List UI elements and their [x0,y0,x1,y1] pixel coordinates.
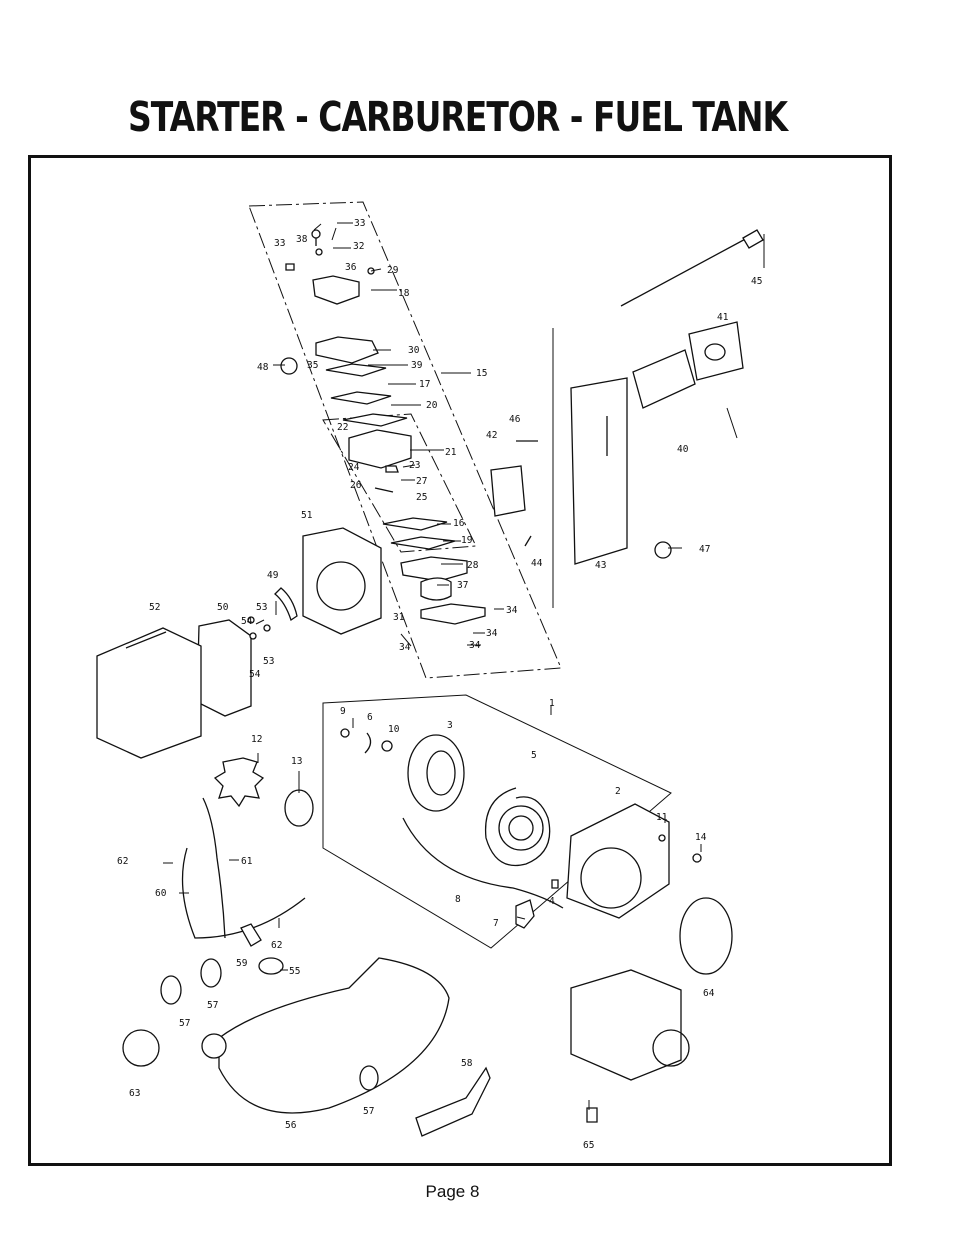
page-title: STARTER - CARBURETOR - FUEL TANK [127,92,788,141]
callout-53a: 53 [256,602,267,613]
callout-34b: 34 [486,628,498,639]
callout-40: 40 [677,444,689,455]
callout-20: 20 [426,400,438,411]
carburetor-group-outline [248,201,562,679]
air-filter-parts [96,527,382,759]
callout-26: 26 [350,480,362,491]
carburetor-parts [280,229,486,625]
callout-7: 7 [493,918,499,929]
callout-48: 48 [257,362,269,373]
fuel-system-parts [122,757,690,1137]
callout-6: 6 [367,712,373,723]
starter-parts [340,728,733,975]
callout-60: 60 [155,888,167,899]
callout-17: 17 [419,379,430,390]
callout-12: 12 [251,734,262,745]
callout-31: 31 [393,612,405,623]
callout-25: 25 [416,492,427,503]
callout-2: 2 [615,786,621,797]
callout-19: 19 [461,535,473,546]
callout-54a: 54 [241,616,253,627]
callout-13: 13 [291,756,302,767]
leader-lines [163,222,765,1110]
callout-53b: 53 [263,656,274,667]
callout-35: 35 [307,360,318,371]
callout-16: 16 [453,518,465,529]
callout-50: 50 [217,602,229,613]
page-number: Page 8 [425,1182,480,1201]
callout-57a: 57 [207,1000,218,1011]
callout-5: 5 [531,750,537,761]
callout-49: 49 [267,570,279,581]
callout-39: 39 [411,360,423,371]
callout-labels: 33 38 33 32 36 29 18 30 48 35 39 15 17 2… [117,218,762,1151]
callout-3: 3 [447,720,453,731]
callout-63: 63 [129,1088,140,1099]
callout-8: 8 [455,894,461,905]
callout-28: 28 [467,560,479,571]
callout-38: 38 [296,234,308,245]
callout-24: 24 [348,462,360,473]
callout-18: 18 [398,288,410,299]
diagram-frame: 33 38 33 32 36 29 18 30 48 35 39 15 17 2… [28,155,892,1166]
callout-56: 56 [285,1120,297,1131]
callout-32: 32 [353,241,364,252]
callout-44: 44 [531,558,543,569]
callout-47: 47 [699,544,710,555]
callout-10: 10 [388,724,400,735]
callout-1: 1 [549,698,555,709]
throttle-bracket-parts [490,229,764,565]
callout-52: 52 [149,602,160,613]
callout-41: 41 [717,312,729,323]
callout-33a: 33 [354,218,365,229]
callout-21: 21 [445,447,457,458]
callout-23: 23 [409,460,420,471]
callout-9: 9 [340,706,346,717]
callout-58: 58 [461,1058,473,1069]
callout-34c: 34 [399,642,411,653]
callout-11: 11 [656,812,668,823]
callout-34a: 34 [506,605,518,616]
callout-33b: 33 [274,238,285,249]
callout-64: 64 [703,988,715,999]
callout-29: 29 [387,265,399,276]
callout-36: 36 [345,262,357,273]
callout-43: 43 [595,560,606,571]
callout-4: 4 [549,896,555,907]
callout-51: 51 [301,510,313,521]
callout-45: 45 [751,276,762,287]
callout-46: 46 [509,414,521,425]
callout-15: 15 [476,368,487,379]
callout-65: 65 [583,1140,594,1151]
callout-55: 55 [289,966,300,977]
exploded-parts-diagram: 33 38 33 32 36 29 18 30 48 35 39 15 17 2… [96,201,765,1151]
callout-57b: 57 [179,1018,190,1029]
callout-14: 14 [695,832,707,843]
callout-59: 59 [236,958,248,969]
callout-62b: 62 [271,940,282,951]
callout-57c: 57 [363,1106,374,1117]
callout-27: 27 [416,476,427,487]
callout-42: 42 [486,430,497,441]
callout-34d: 34 [469,640,481,651]
callout-22: 22 [337,422,348,433]
callout-37: 37 [457,580,468,591]
callout-61: 61 [241,856,253,867]
callout-54b: 54 [249,669,261,680]
callout-62a: 62 [117,856,128,867]
callout-30: 30 [408,345,420,356]
